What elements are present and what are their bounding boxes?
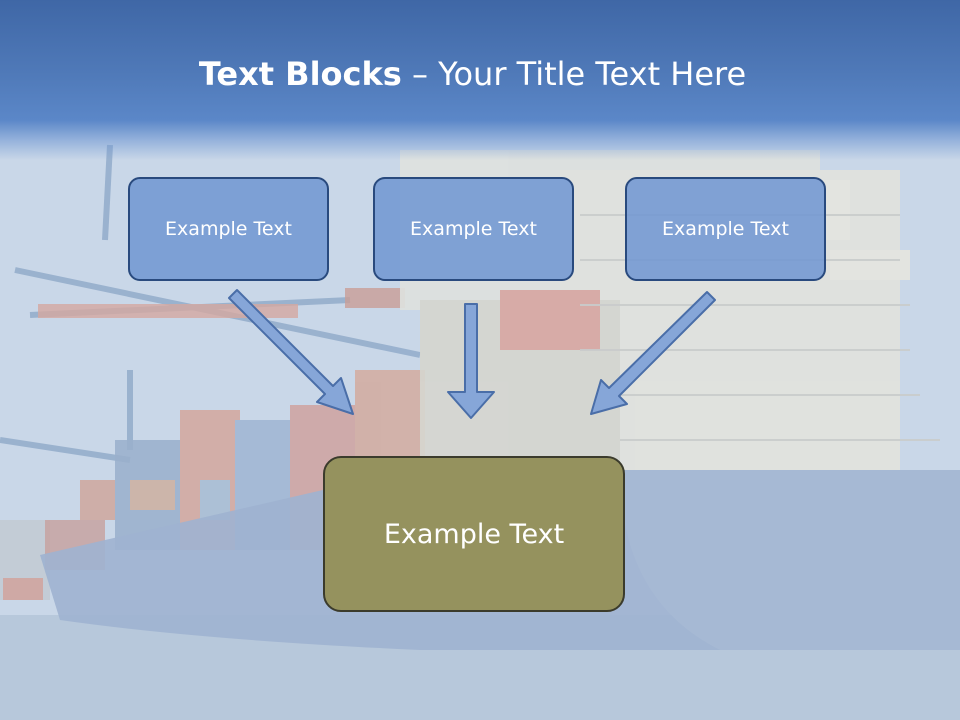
text-box-middle[interactable]: Example Text <box>373 177 574 281</box>
title-band <box>0 0 960 160</box>
text-box-left-label: Example Text <box>165 218 292 240</box>
title-bold-part: Text Blocks <box>198 55 402 93</box>
text-box-bottom-label: Example Text <box>383 518 565 550</box>
slide-title: Text Blocks – Your Title Text Here <box>0 50 945 98</box>
text-box-middle-label: Example Text <box>410 218 537 240</box>
text-box-right-label: Example Text <box>662 218 789 240</box>
text-box-left[interactable]: Example Text <box>128 177 329 281</box>
title-rest: Your Title Text Here <box>438 55 747 93</box>
title-dash: – <box>401 55 439 93</box>
text-box-bottom[interactable]: Example Text <box>323 456 625 612</box>
text-box-right[interactable]: Example Text <box>625 177 826 281</box>
